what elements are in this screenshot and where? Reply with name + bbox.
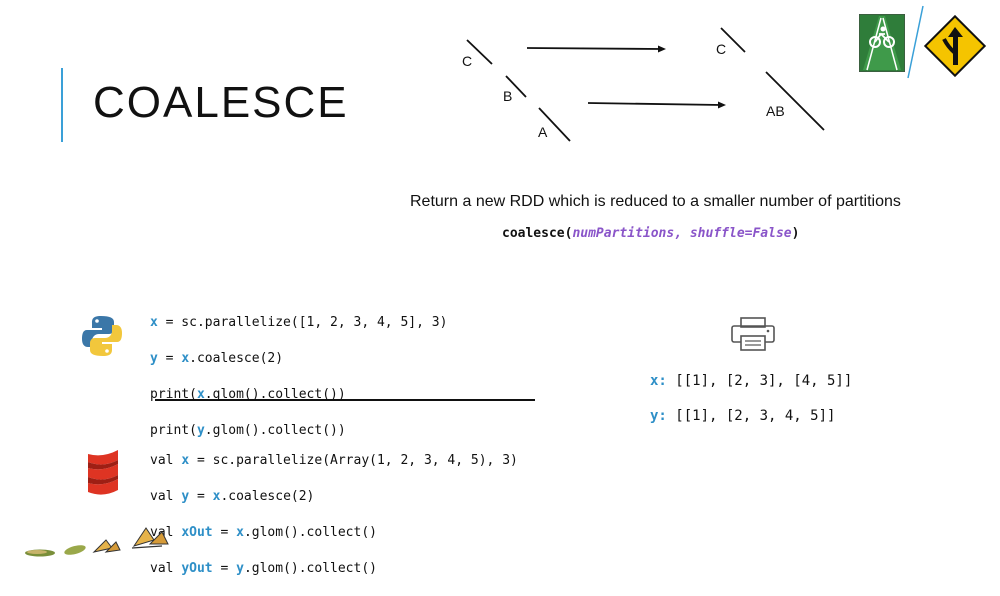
- label-c-left: C: [462, 53, 472, 69]
- coalesced-ab-line: [766, 72, 824, 130]
- code-divider: [155, 399, 535, 401]
- arrow-top: [527, 48, 662, 49]
- code-line: y = x.coalesce(2): [150, 350, 447, 368]
- caterpillar-butterfly-icon: [12, 522, 172, 560]
- slide-title: COALESCE: [93, 78, 349, 128]
- arrow-bottom: [588, 103, 722, 105]
- code-line: val xOut = x.glom().collect(): [150, 524, 518, 542]
- code-line: x = sc.parallelize([1, 2, 3, 4, 5], 3): [150, 314, 447, 332]
- output-y: y: [[1], [2, 3, 4, 5]]: [650, 408, 835, 424]
- label-ab-right: AB: [766, 103, 785, 119]
- label-c-right: C: [716, 41, 726, 57]
- description-text: Return a new RDD which is reduced to a s…: [410, 193, 901, 211]
- signature-params: numPartitions, shuffle=False: [572, 226, 791, 241]
- code-line: print(x.glom().collect()): [150, 386, 447, 404]
- scala-logo-icon: [86, 448, 120, 496]
- merge-sign-icon: [922, 13, 988, 79]
- scala-code-block: val x = sc.parallelize(Array(1, 2, 3, 4,…: [150, 434, 518, 596]
- function-signature: coalesce(numPartitions, shuffle=False): [502, 226, 799, 241]
- printer-icon: [730, 316, 776, 352]
- partition-diagram: C B A C AB: [440, 20, 860, 150]
- code-line: val x = sc.parallelize(Array(1, 2, 3, 4,…: [150, 452, 518, 470]
- code-line: val y = x.coalesce(2): [150, 488, 518, 506]
- label-a-left: A: [538, 124, 548, 140]
- signature-close: ): [792, 226, 800, 241]
- python-logo-icon: [80, 314, 124, 358]
- label-b-left: B: [503, 88, 512, 104]
- title-accent-bar: [61, 68, 63, 142]
- bike-lane-sign-icon: [859, 14, 905, 72]
- signature-func: coalesce(: [502, 226, 572, 241]
- output-x: x: [[1], [2, 3], [4, 5]]: [650, 373, 852, 389]
